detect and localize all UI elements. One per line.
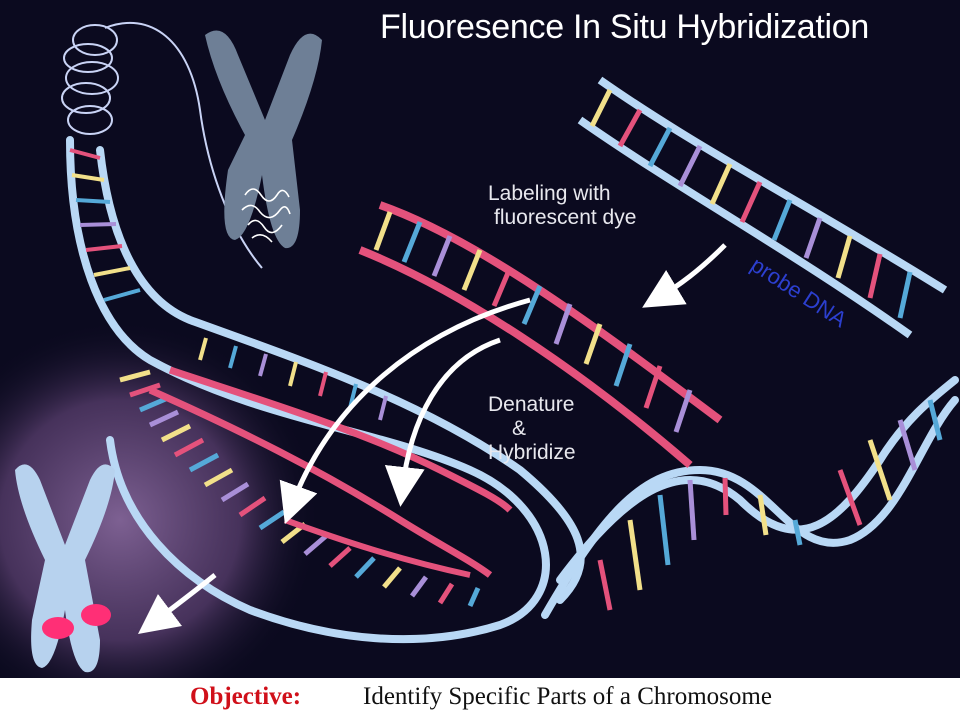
fluorescent-chromosome-icon <box>15 464 115 673</box>
dna-backbone <box>66 136 959 644</box>
labeled-probe-strands <box>358 201 723 469</box>
chromatin-scribble <box>241 188 291 243</box>
objective-caption: Objective: Identify Specific Parts of a … <box>0 678 960 720</box>
base-pairs-right <box>597 399 943 611</box>
probe-dna <box>577 76 948 339</box>
denature-step-label: Denature & Hybridize <box>488 393 576 465</box>
fish-diagram: Fluoresence In Situ Hybridization Labeli… <box>0 0 960 680</box>
diagram-artwork <box>0 21 959 680</box>
ampersand: & <box>512 417 527 440</box>
hybridize-word: Hybridize <box>488 441 576 464</box>
base-pairs-main <box>119 369 481 608</box>
objective-text: Identify Specific Parts of a Chromosome <box>363 683 772 710</box>
objective-prefix: Objective: <box>190 683 302 710</box>
chromosome-icon <box>205 30 322 249</box>
left-helix-pairs <box>69 148 141 302</box>
labeling-step-label: Labeling with fluorescent dye <box>488 182 636 230</box>
labeling-line-1: Labeling with <box>488 182 611 205</box>
labeling-line-2: fluorescent dye <box>494 206 637 229</box>
denature-word: Denature <box>488 393 575 416</box>
diagram-title: Fluoresence In Situ Hybridization <box>380 8 870 46</box>
arrow-icon <box>138 243 727 635</box>
